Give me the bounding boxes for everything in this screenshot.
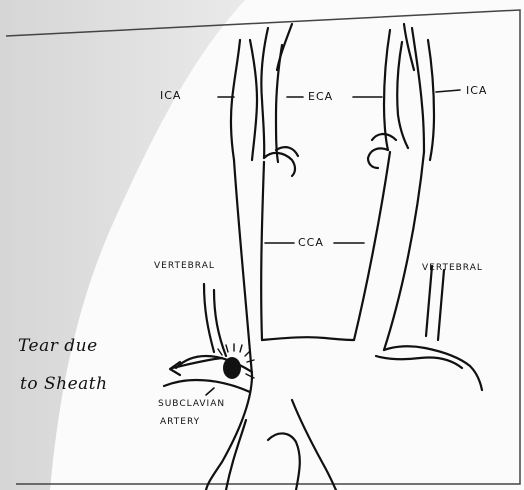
vertebral-right-label: VERTEBRAL: [422, 264, 483, 273]
subclavian-leader: [206, 388, 214, 395]
right-ica-outer-wall: [384, 30, 390, 150]
left-cca-inner-wall: [261, 162, 264, 340]
left-eca-twig: [277, 24, 292, 70]
right-ica-inner-wall: [397, 42, 408, 148]
ica-right-label: ICA: [466, 85, 487, 96]
left-sup-thyroid-stub: [264, 153, 295, 176]
right-vertebral-outer: [426, 266, 432, 336]
left-cca-outer-wall: [234, 160, 252, 375]
right-vertebral-inner: [438, 270, 444, 340]
shaded-background-region: [0, 0, 245, 490]
aortic-arch-right-shoulder: [384, 346, 482, 390]
aortic-arch-base-left: [226, 420, 246, 490]
right-cca-inner-wall: [354, 152, 390, 340]
ica-right-leader: [436, 90, 460, 92]
ica-left-label: ICA: [160, 90, 181, 101]
left-sup-thyroid-stub-2: [276, 147, 298, 156]
subclavian-lower-wall: [164, 380, 250, 392]
left-ica-inner-wall: [250, 40, 257, 160]
right-eca-branch-a: [412, 28, 424, 152]
aortic-arch-right-lower: [376, 356, 462, 368]
right-cca-outer-wall: [384, 152, 424, 350]
vertebral-left-label: VERTEBRAL: [154, 262, 215, 271]
left-eca-branch-a: [261, 28, 268, 158]
left-vertebral-inner: [214, 290, 226, 356]
right-eca-branch-b: [428, 40, 434, 160]
aortic-arch-upper: [262, 337, 354, 340]
left-ica-outer-wall: [231, 40, 240, 160]
aortic-arch-inner-curve: [268, 433, 300, 490]
tear-annotation-line1: Tear due: [18, 338, 98, 355]
right-sup-thyroid-stub: [368, 148, 388, 168]
left-vertebral-outer: [204, 284, 214, 352]
tear-arrow-head: [170, 362, 180, 375]
subclavian-label-line1: SUBCLAVIAN: [158, 400, 225, 409]
right-sup-thyroid-stub-2: [372, 134, 396, 140]
eca-label: ECA: [308, 91, 333, 102]
tear-annotation-line2: to Sheath: [20, 376, 108, 393]
cca-label: CCA: [298, 237, 324, 248]
subclavian-label-line2: ARTERY: [160, 418, 200, 427]
